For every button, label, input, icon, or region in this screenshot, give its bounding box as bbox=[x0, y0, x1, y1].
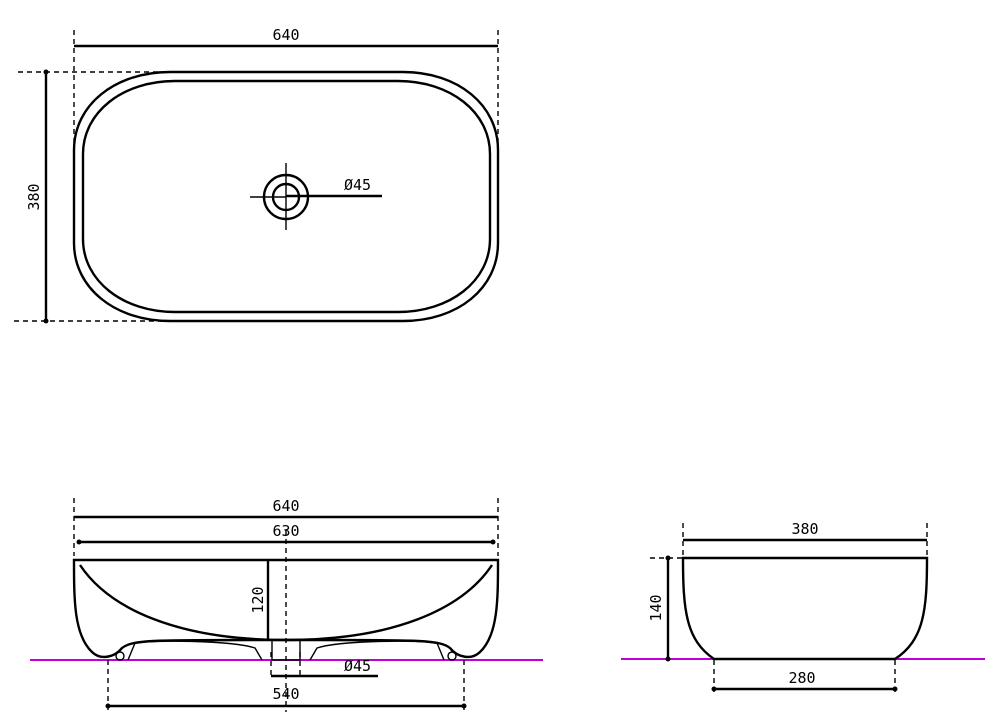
side-view-base-width-dot-right bbox=[892, 686, 898, 692]
front-view-base-width-dot-left bbox=[105, 703, 111, 709]
front-view: 640 630 120 Ø45 540 bbox=[30, 497, 543, 712]
side-view-height-dot-bottom bbox=[665, 656, 671, 662]
front-view-left-foot bbox=[127, 640, 263, 661]
front-view-drain-label: Ø45 bbox=[344, 657, 371, 675]
top-view-depth-label: 380 bbox=[25, 183, 43, 210]
front-view-rim-width-dot-right bbox=[490, 539, 496, 545]
front-view-bowl-depth-label: 120 bbox=[249, 586, 267, 613]
front-view-drain-body bbox=[271, 639, 301, 661]
side-view-base-width-label: 280 bbox=[788, 669, 815, 687]
top-view-drain-label: Ø45 bbox=[344, 176, 371, 194]
front-view-rim-width-dot-left bbox=[76, 539, 82, 545]
side-view: 380 140 280 bbox=[621, 520, 985, 696]
top-view: 640 380 Ø45 bbox=[14, 26, 500, 324]
side-view-width-label: 380 bbox=[791, 520, 818, 538]
top-view-depth-dot-bottom bbox=[43, 318, 49, 324]
side-view-height-dot-top bbox=[665, 555, 671, 561]
top-view-basin-outer-outline bbox=[72, 70, 500, 323]
side-view-base-width-dot-left bbox=[711, 686, 717, 692]
front-view-outer-width-label: 640 bbox=[272, 497, 299, 515]
side-view-height-label: 140 bbox=[647, 594, 665, 621]
front-view-left-foot-hole bbox=[115, 651, 125, 661]
front-view-rim-width-label: 630 bbox=[272, 522, 299, 540]
side-view-basin-profile bbox=[681, 556, 929, 661]
front-view-base-width-label: 540 bbox=[272, 685, 299, 703]
front-view-right-foot bbox=[309, 640, 445, 661]
top-view-width-label: 640 bbox=[272, 26, 299, 44]
front-view-right-foot-hole bbox=[447, 651, 457, 661]
front-view-base-width-dot-right bbox=[461, 703, 467, 709]
top-view-depth-dot-top bbox=[43, 69, 49, 75]
top-view-basin-inner-outline bbox=[81, 79, 492, 314]
